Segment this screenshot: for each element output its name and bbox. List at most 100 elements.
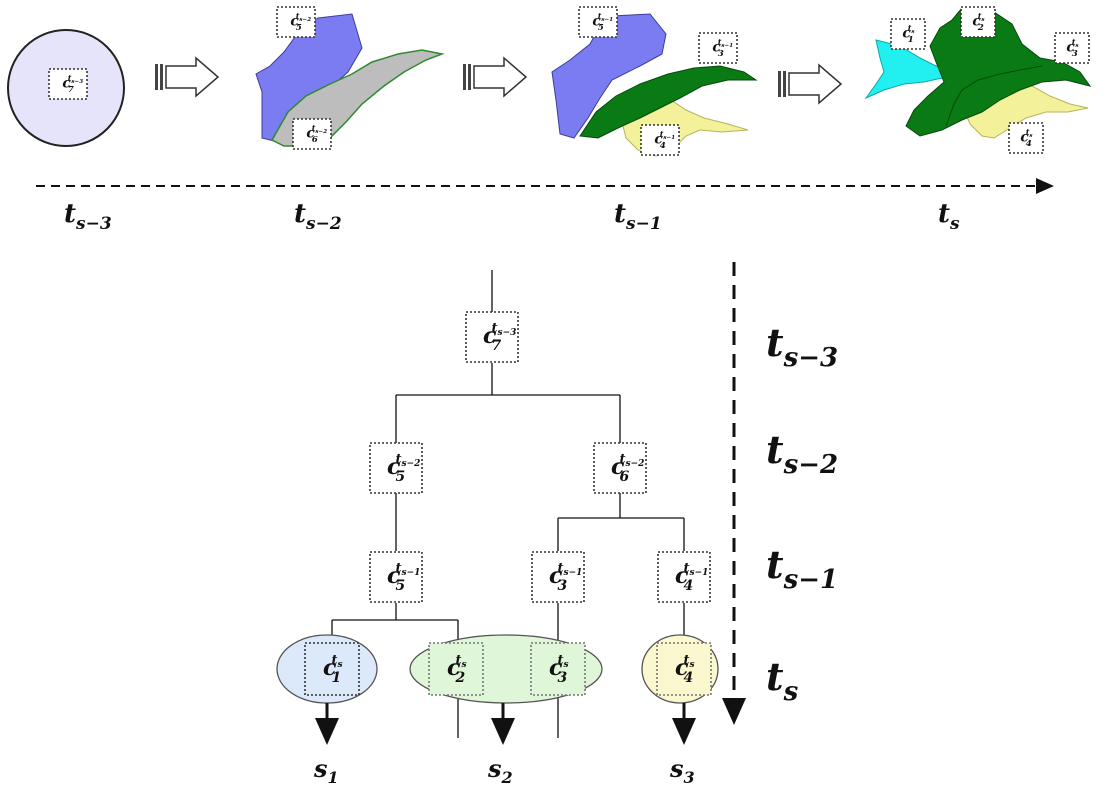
green-region-c3-t1 xyxy=(579,65,758,139)
tree-node-c5-s2-var: c xyxy=(387,454,401,480)
stage-arrow-1 xyxy=(155,56,220,98)
tree-node-c3-var: c xyxy=(549,655,563,681)
tree-node-c5-s1-index: 5 xyxy=(396,578,406,594)
level-label-0: ts−3 xyxy=(766,320,838,373)
tree-node-c4-var: c xyxy=(675,655,689,681)
label-c5-panel3-sup: ts−1 xyxy=(598,11,613,23)
tree-node-c2-sup: ts xyxy=(456,653,467,670)
label-c5-panel3-index: 5 xyxy=(598,23,604,33)
tree-node-c5-s2-sup: ts−2 xyxy=(396,452,421,469)
label-c3-panel3-sup: ts−1 xyxy=(718,37,733,49)
timeline-label-1: ts−2 xyxy=(294,199,342,234)
label-c3-panel4-var: c xyxy=(1066,40,1075,56)
level-label-3: ts xyxy=(766,654,799,707)
label-c4-panel3-sup: ts−1 xyxy=(660,129,675,141)
tree-node-c6-var: c xyxy=(611,454,625,480)
label-c6-panel2-index: 6 xyxy=(312,135,318,145)
tree-node-c5-s1-var: c xyxy=(387,563,401,589)
tree-node-c1-sup: ts xyxy=(332,653,343,670)
label-c4-panel4-index: 4 xyxy=(1026,139,1032,149)
label-c4-panel4-var: c xyxy=(1020,130,1029,146)
tree-node-c4-s1-sup: ts−1 xyxy=(684,561,709,578)
tree-node-c3-s1-sup: ts−1 xyxy=(558,561,583,578)
label-c3-panel4-sup: ts xyxy=(1072,37,1080,49)
tree-node-c7-index: 7 xyxy=(492,338,502,354)
tree-node-c3-s1-index: 3 xyxy=(558,578,568,594)
label-c7-panel1-index: 7 xyxy=(68,85,74,95)
label-c5-panel3-var: c xyxy=(592,14,601,30)
timeline-label-0: ts−3 xyxy=(64,199,112,234)
output-label-s2: s2 xyxy=(487,754,513,787)
tree-node-c3-s1-var: c xyxy=(549,563,563,589)
tree-node-c7-var: c xyxy=(483,323,497,349)
tree-node-c5-s2-index: 5 xyxy=(396,469,406,485)
tree-node-c4-s1-index: 4 xyxy=(684,578,694,594)
tree-node-c4-s1-var: c xyxy=(675,563,689,589)
green-region-c2-c3 xyxy=(905,7,1092,137)
output-arrows xyxy=(315,703,696,745)
label-c1-panel4-index: 1 xyxy=(908,35,914,45)
label-c3-panel3-index: 3 xyxy=(718,49,724,59)
tree-node-c6-index: 6 xyxy=(620,469,630,485)
timeline-label-3: ts xyxy=(938,199,960,234)
label-c4-panel3-var: c xyxy=(654,132,663,148)
label-c7-panel1-sup: ts−3 xyxy=(68,73,84,85)
tree-node-c4-sup: ts xyxy=(684,653,695,670)
stage-arrow-2 xyxy=(463,56,528,98)
label-layer: c7ts−3c5ts−2c6ts−2c5ts−1c3ts−1c4ts−1c1ts… xyxy=(48,6,1090,787)
cyan-region-c1 xyxy=(864,39,956,100)
tree-node-c3-index: 3 xyxy=(558,670,568,686)
tree-node-c4-index: 4 xyxy=(684,670,694,686)
output-label-s3: s3 xyxy=(669,754,695,787)
tree-node-c7-sup: ts−3 xyxy=(492,321,517,338)
tree-node-c5-s1-sup: ts−1 xyxy=(396,561,421,578)
green-region-divider xyxy=(945,65,1043,127)
tree-node-c1-var: c xyxy=(323,655,337,681)
tree-node-c1-index: 1 xyxy=(332,670,342,686)
stage-arrow-3 xyxy=(778,63,843,105)
label-c2-panel4-index: 2 xyxy=(977,23,984,33)
level-label-2: ts−1 xyxy=(766,542,838,595)
output-label-s1: s1 xyxy=(313,754,339,787)
label-c3-panel4-index: 3 xyxy=(1072,49,1078,59)
label-c2-panel4-sup: ts xyxy=(978,11,986,23)
label-c5-panel2-sup: ts−2 xyxy=(296,11,312,23)
label-c7-panel1-var: c xyxy=(62,76,71,92)
label-c6-panel2-sup: ts−2 xyxy=(312,123,328,135)
label-c3-panel3-var: c xyxy=(712,40,721,56)
label-c1-panel4-var: c xyxy=(902,26,911,42)
level-label-1: ts−2 xyxy=(766,427,838,480)
label-c1-panel4-sup: ts xyxy=(908,23,916,35)
tree-node-c6-sup: ts−2 xyxy=(620,452,645,469)
tree-node-c2-index: 2 xyxy=(455,670,466,686)
tree-node-c3-sup: ts xyxy=(558,653,569,670)
label-c4-panel4-sup: ts xyxy=(1026,127,1034,139)
top-panel-4 xyxy=(864,7,1092,139)
label-c4-panel3-index: 4 xyxy=(660,141,666,151)
label-c5-panel2-var: c xyxy=(290,14,299,30)
blue-region-c5-t1 xyxy=(551,13,667,139)
tree-node-c2-var: c xyxy=(447,655,461,681)
timeline-label-2: ts−1 xyxy=(614,199,662,234)
label-c5-panel2-index: 5 xyxy=(296,23,302,33)
